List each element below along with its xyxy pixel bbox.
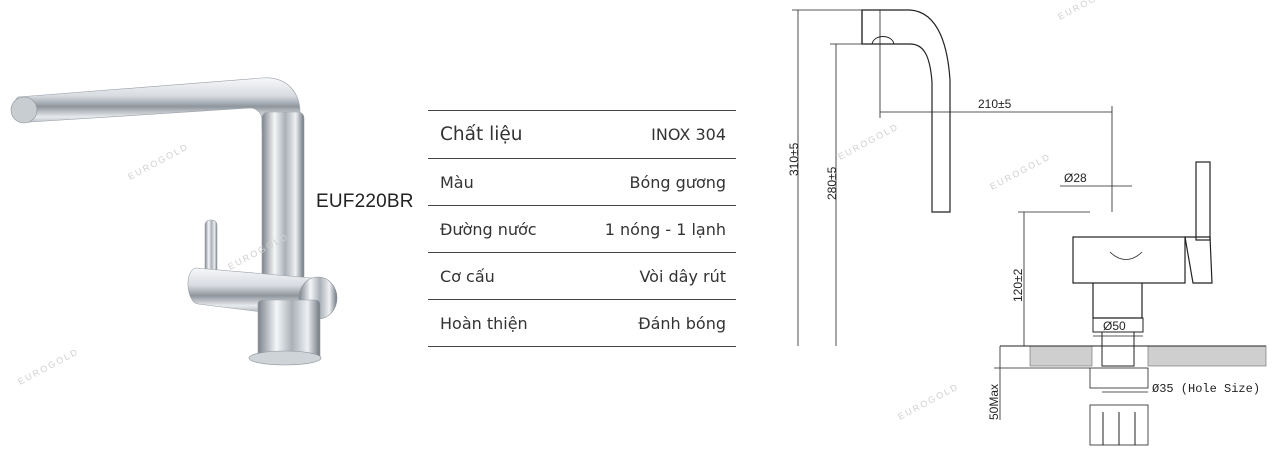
dimension-spout-diameter: Ø28 <box>1064 171 1087 185</box>
faucet-outline <box>861 9 1213 446</box>
watermark-text: EUROGOLD <box>126 141 190 182</box>
spec-label: Chất liệu <box>440 124 523 145</box>
spec-row: Màu Bóng gương <box>428 159 736 206</box>
watermark-text: EUROGOLD <box>988 151 1052 192</box>
spec-value: 1 nóng - 1 lạnh <box>604 219 726 239</box>
countertop <box>1000 345 1267 367</box>
technical-drawing: 310±5 280±5 210±5 Ø28 120±2 Ø50 Ø35 (Hol… <box>760 0 1279 450</box>
watermark-text: EUROGOLD <box>16 346 80 387</box>
spec-value: Đánh bóng <box>638 313 726 333</box>
spec-row: Chất liệu INOX 304 <box>428 111 736 159</box>
spec-row: Hoàn thiện Đánh bóng <box>428 300 736 347</box>
dimension-base-diameter: Ø50 <box>1103 319 1126 333</box>
spec-label: Màu <box>440 172 474 192</box>
spec-label: Hoàn thiện <box>440 313 528 333</box>
product-model: EUF220BR <box>316 191 414 212</box>
spec-value: Bóng gương <box>629 172 726 192</box>
spec-value: Vòi dây rút <box>639 266 726 286</box>
spec-label: Cơ cấu <box>440 266 495 286</box>
faucet-photo: EUROGOLD EUROGOLD EUROGOLD <box>0 0 430 450</box>
dimension-body-height: 120±2 <box>1011 268 1025 302</box>
watermark-text: EUROGOLD <box>836 121 900 162</box>
dimension-max-counter: 50Max <box>987 384 1001 420</box>
dimension-total-height: 310±5 <box>787 142 801 176</box>
spec-table: Chất liệu INOX 304 Màu Bóng gương Đường … <box>428 110 736 347</box>
dimension-reach: 210±5 <box>978 97 1012 111</box>
dimension-lines <box>792 9 1148 420</box>
spec-row: Đường nước 1 nóng - 1 lạnh <box>428 206 736 253</box>
dimension-spout-height: 280±5 <box>825 166 839 200</box>
watermark-text: EUROGOLD <box>1056 0 1120 22</box>
watermark-text: EUROGOLD <box>896 381 960 422</box>
spec-label: Đường nước <box>440 219 537 239</box>
spec-row: Cơ cấu Vòi dây rút <box>428 253 736 300</box>
spec-value: INOX 304 <box>651 125 726 144</box>
dimension-hole-size: Ø35 (Hole Size) <box>1152 382 1260 396</box>
